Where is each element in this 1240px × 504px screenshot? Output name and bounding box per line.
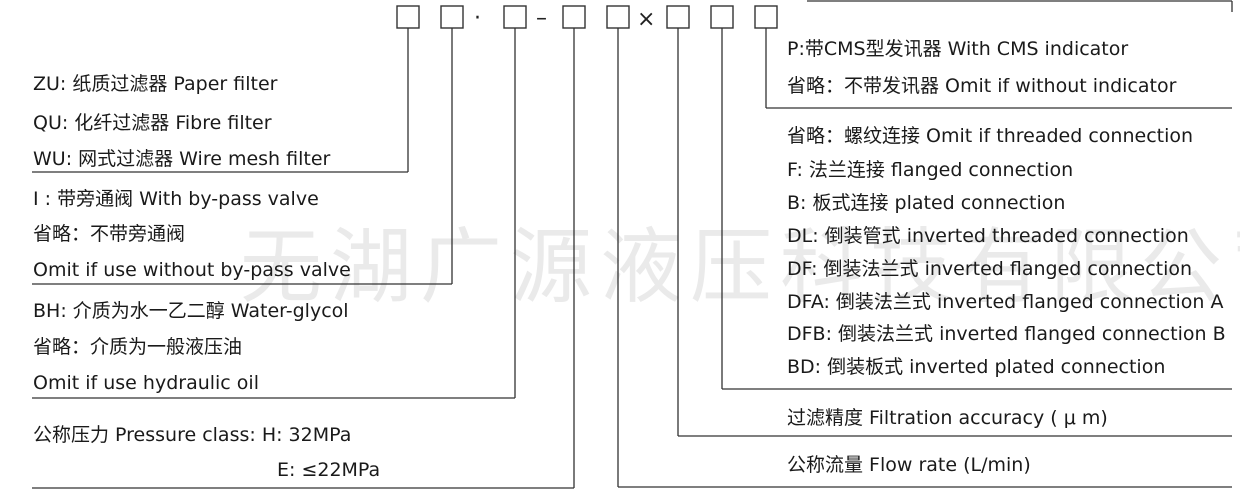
- connection-option: BD: 倒装板式 inverted plated connection: [787, 356, 1165, 378]
- connection-option: DFB: 倒装法兰式 inverted flanged connection B: [787, 323, 1226, 345]
- code-box-flow: [606, 5, 630, 29]
- connection-option: F: 法兰连接 flanged connection: [787, 159, 1073, 181]
- bypass-option: Omit if use without by-pass valve: [33, 259, 351, 281]
- code-boxes: [396, 5, 778, 29]
- indicator-option: P:带CMS型发讯器 With CMS indicator: [787, 38, 1128, 60]
- connection-option: DF: 倒装法兰式 inverted flanged connection: [787, 258, 1192, 280]
- pressure-class-option: E: ≤22MPa: [277, 459, 380, 481]
- code-box-accuracy: [666, 5, 690, 29]
- code-box-medium: [503, 5, 527, 29]
- code-box-connection: [710, 5, 734, 29]
- pressure-class-label: 公称压力 Pressure class: H: 32MPa: [33, 424, 351, 446]
- code-box-indicator: [754, 5, 778, 29]
- medium-option: BH: 介质为水一乙二醇 Water-glycol: [33, 300, 349, 322]
- pressure-options: 公称压力 Pressure class: H: 32MPa E: ≤22MPa: [33, 424, 380, 481]
- connection-option: DL: 倒装管式 inverted threaded connection: [787, 225, 1189, 247]
- flow-rate-label: 公称流量 Flow rate (L/min): [787, 454, 1031, 476]
- bypass-option: I : 带旁通阀 With by-pass valve: [33, 188, 319, 210]
- filter-material-option: QU: 化纤过滤器 Fibre filter: [33, 112, 272, 134]
- medium-options: BH: 介质为水一乙二醇 Water-glycol 省略：介质为一般液压油 Om…: [33, 300, 349, 394]
- leader-lines: [32, 28, 1232, 489]
- code-box-pressure: [562, 5, 586, 29]
- filter-material-option: WU: 网式过滤器 Wire mesh filter: [33, 148, 331, 170]
- bypass-option: 省略：不带旁通阀: [33, 223, 185, 245]
- separator-times: ×: [637, 7, 655, 32]
- connection-option: B: 板式连接 plated connection: [787, 192, 1065, 214]
- connection-options: 省略：螺纹连接 Omit if threaded connection F: 法…: [787, 125, 1226, 378]
- bypass-options: I : 带旁通阀 With by-pass valve 省略：不带旁通阀 Omi…: [33, 188, 351, 281]
- frame-lines: [807, 0, 1233, 12]
- separator-dot: ·: [474, 6, 481, 31]
- filtration-accuracy-label: 过滤精度 Filtration accuracy ( μ m): [787, 407, 1108, 429]
- filter-material-option: ZU: 纸质过滤器 Paper filter: [33, 73, 278, 95]
- connection-option: DFA: 倒装法兰式 inverted flanged connection A: [787, 291, 1224, 313]
- separator-dash: –: [536, 6, 547, 31]
- indicator-options: P:带CMS型发讯器 With CMS indicator 省略：不带发讯器 O…: [787, 38, 1177, 97]
- filter-material-options: ZU: 纸质过滤器 Paper filter QU: 化纤过滤器 Fibre f…: [33, 73, 331, 170]
- code-box-bypass: [440, 5, 464, 29]
- medium-option: Omit if use hydraulic oil: [33, 372, 259, 394]
- medium-option: 省略：介质为一般液压油: [33, 336, 242, 358]
- code-box-filter-material: [396, 5, 420, 29]
- indicator-option: 省略：不带发讯器 Omit if without indicator: [787, 75, 1177, 97]
- connection-option: 省略：螺纹连接 Omit if threaded connection: [787, 125, 1193, 147]
